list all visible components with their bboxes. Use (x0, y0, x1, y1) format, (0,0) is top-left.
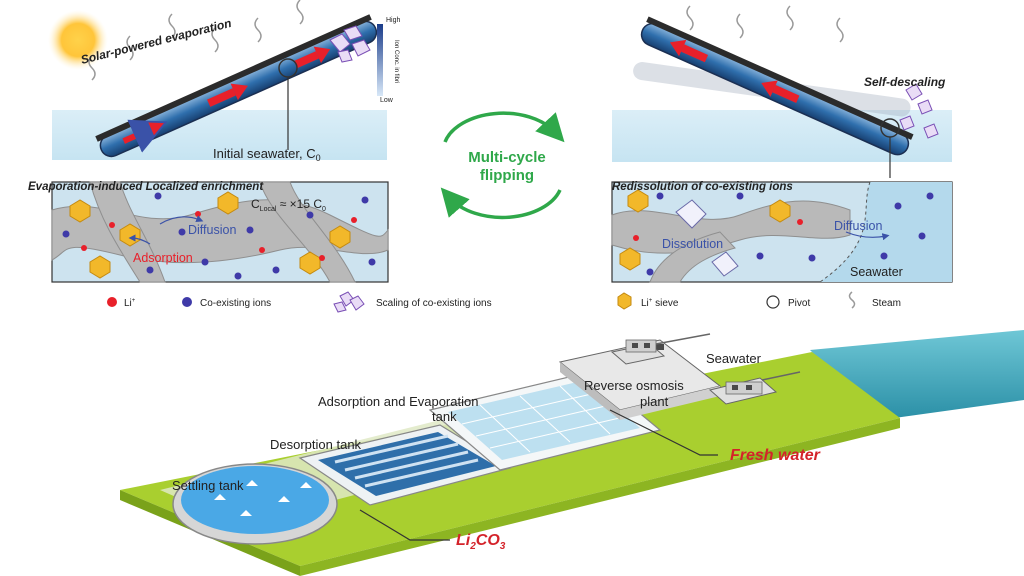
fiber-network (51, 181, 389, 283)
seawater-region (820, 182, 952, 282)
dissolution-label: Dissolution (662, 237, 723, 251)
ro-label-line2: plant (640, 394, 669, 409)
co-existing-ion-dots-right (646, 192, 934, 276)
settling-tank (172, 463, 338, 545)
reverse-osmosis-plant (558, 339, 722, 420)
li-sieve-particles-right (619, 189, 791, 271)
panel-right-title: Redissolution of co-existing ions (612, 181, 793, 193)
plant-illustration: Seawater Reverse osmosis plant Adsorptio… (120, 330, 1024, 576)
desorption-tank-label: Desorption tank (270, 437, 362, 452)
legend-pivot-icon (766, 295, 780, 309)
legend-sieve-icon (617, 292, 632, 310)
legend-pivot-label: Pivot (788, 298, 810, 309)
top-right-descaling: Self-descaling (612, 5, 952, 178)
legend-co-ions-label: Co-existing ions (200, 298, 271, 309)
scaling-crystals-icon (329, 25, 371, 63)
panel-redissolution: Redissolution of co-existing ions Dissol… (611, 181, 953, 283)
fresh-water-label: Fresh water (730, 447, 821, 464)
steam-icon-right (686, 5, 844, 43)
dissolving-crystals-icon (899, 83, 939, 139)
fiber-tube-flipped (640, 16, 914, 156)
conc-high-label: High (386, 17, 401, 24)
top-left-evaporation: High Low Ion Conc. in fibri Solar-powere… (48, 0, 401, 163)
fiber-tube (95, 14, 378, 158)
multi-cycle-flipping: Multi-cycle flipping (440, 111, 565, 220)
settling-tank-label: Settling tank (172, 478, 244, 493)
li-ion-dots-right (633, 219, 803, 241)
legend-li-icon (107, 297, 117, 307)
conc-scale-label: Ion Conc. in fibri (393, 40, 399, 83)
adsorption-tank-label-line2: tank (432, 409, 457, 424)
adsorption-label: Adsorption (133, 251, 193, 265)
li-ion-dots (81, 211, 357, 261)
ro-label-line1: Reverse osmosis (584, 378, 684, 393)
desorption-tank (298, 424, 512, 506)
seawater-label-panel: Seawater (850, 265, 903, 279)
legend-steam-icon (848, 291, 856, 309)
cycle-label-line1: Multi-cycle (468, 149, 546, 166)
initial-seawater-label: Initial seawater, C0 (213, 146, 321, 163)
diffusion-label-left: Diffusion (188, 223, 236, 237)
cycle-arrow-bottom (440, 187, 562, 220)
legend-scaling-label: Scaling of co-existing ions (376, 298, 492, 309)
diffusion-label-right: Diffusion (834, 219, 882, 233)
self-descaling-label: Self-descaling (864, 75, 946, 89)
fresh-water-leader (609, 409, 718, 456)
conc-low-label: Low (380, 97, 394, 104)
cycle-label-line2: flipping (480, 167, 534, 184)
cycle-arrow-top (443, 111, 565, 143)
li2co3-label: Li2CO3 (456, 532, 506, 552)
co-existing-ion-dots (62, 192, 376, 280)
seawater-intake-buildings (610, 333, 801, 405)
plant-seawater-label: Seawater (706, 351, 762, 366)
steam-icon (88, 0, 304, 81)
sun-icon (48, 10, 108, 70)
legend: Li+ Co-existing ions Scaling of co-exist… (107, 291, 901, 313)
adsorption-tank-label-line1: Adsorption and Evaporation (318, 394, 478, 409)
clocal-label: CLocal ≈ ×15 C0 (251, 197, 326, 213)
concentration-scale-bar (377, 24, 383, 96)
legend-steam-label: Steam (872, 298, 901, 309)
li2co3-leader (359, 509, 450, 541)
legend-co-ions-icon (182, 297, 192, 307)
panel-left-title: Evaporation-induced Localized enrichment (28, 181, 264, 193)
legend-scaling-icon (333, 291, 365, 313)
panel-localized-enrichment: Evaporation-induced Localized enrichment… (28, 181, 389, 283)
legend-sieve-label: Li+ sieve (641, 298, 679, 309)
legend-li-label: Li+ (124, 298, 136, 309)
dissolving-scale-crystals (675, 199, 739, 277)
